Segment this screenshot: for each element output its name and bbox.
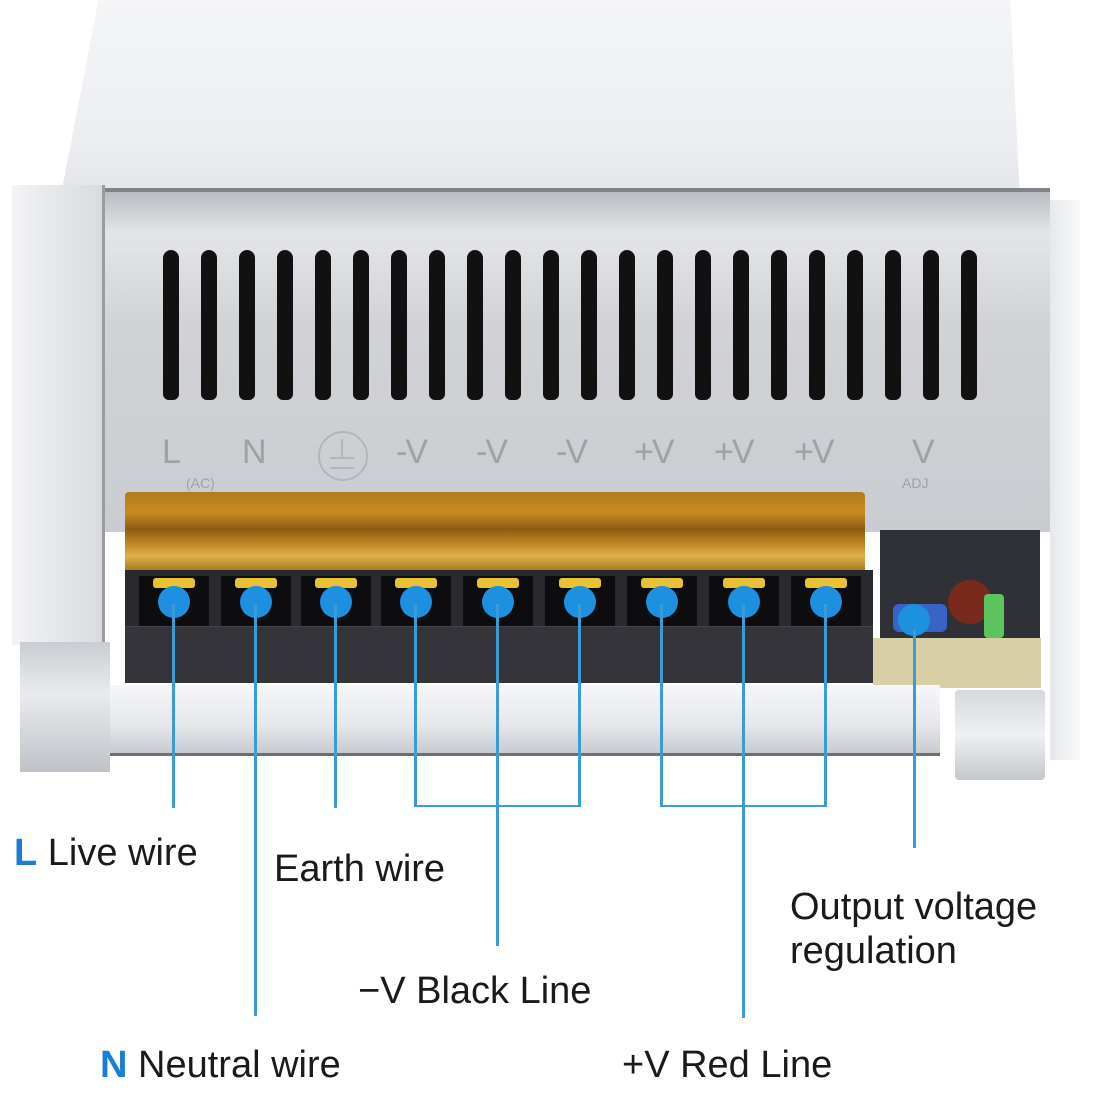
leader-neutral	[254, 604, 257, 1016]
bracket-plus-v	[660, 805, 827, 807]
vent-slot	[847, 250, 863, 400]
leader-minus-v-3	[578, 604, 581, 806]
marking-minus-v-3: -V	[556, 433, 588, 471]
live-letter: L	[14, 832, 38, 874]
leader-plus-v-3	[824, 604, 827, 806]
vent-slot	[277, 250, 293, 400]
vent-slot	[733, 250, 749, 400]
label-positive-red-line: +V Red Line	[622, 1044, 833, 1086]
marking-plus-v-1: +V	[634, 433, 675, 471]
vent-slot	[315, 250, 331, 400]
marking-minus-v-2: -V	[476, 433, 508, 471]
terminal-block-base	[125, 626, 873, 683]
label-earth-wire: Earth wire	[274, 848, 446, 890]
live-text: Live wire	[47, 832, 198, 874]
screw-icon	[395, 578, 437, 588]
screw-icon	[805, 578, 847, 588]
vent-slot	[961, 250, 977, 400]
label-output-voltage: Output voltage	[790, 886, 1038, 928]
terminal-markings: L N (AC) -V -V -V +V +V +V V ADJ	[150, 425, 980, 495]
mounting-foot-right	[955, 690, 1045, 780]
mounting-foot-left	[20, 642, 110, 772]
led-indicator	[984, 594, 1004, 638]
vent-slot	[771, 250, 787, 400]
screw-icon	[153, 578, 195, 588]
marking-adj: ADJ	[902, 475, 929, 491]
marking-plus-v-2: +V	[714, 433, 755, 471]
vent-slot	[505, 250, 521, 400]
label-regulation: regulation	[790, 930, 957, 972]
label-neutral-wire: N Neutral wire	[100, 1046, 341, 1084]
screw-icon	[477, 578, 519, 588]
marking-l: L	[162, 433, 181, 471]
leader-regulation	[913, 630, 916, 848]
marking-minus-v-1: -V	[396, 433, 428, 471]
marking-plus-v-3: +V	[794, 433, 835, 471]
vent-slot	[581, 250, 597, 400]
vent-slot	[885, 250, 901, 400]
enclosure-base-rail	[110, 685, 940, 756]
vent-slot	[391, 250, 407, 400]
enclosure-right-side	[1050, 200, 1080, 760]
vent-slot	[657, 250, 673, 400]
vent-slot	[809, 250, 825, 400]
vent-slot	[353, 250, 369, 400]
vent-slot	[201, 250, 217, 400]
marking-n: N	[242, 433, 267, 471]
vent-slot	[543, 250, 559, 400]
bracket-minus-v	[414, 805, 581, 807]
leader-plus-v-1	[660, 604, 663, 806]
vent-slot	[467, 250, 483, 400]
leader-minus-v-1	[414, 604, 417, 806]
front-panel	[105, 188, 1050, 532]
terminal-cover[interactable]	[125, 492, 865, 574]
vent-slot	[695, 250, 711, 400]
neutral-text: Neutral wire	[138, 1044, 341, 1086]
vent-slot	[429, 250, 445, 400]
leader-live	[172, 604, 175, 808]
neutral-letter: N	[100, 1044, 128, 1086]
vent-slot	[163, 250, 179, 400]
screw-icon	[641, 578, 683, 588]
vent-slot	[619, 250, 635, 400]
screw-icon	[559, 578, 601, 588]
screw-icon	[723, 578, 765, 588]
label-live-wire: L Live wire	[14, 834, 198, 872]
label-negative-black-line: −V Black Line	[358, 970, 592, 1012]
vent-slot	[239, 250, 255, 400]
marking-v-adj: V	[912, 433, 935, 471]
screw-icon	[315, 578, 357, 588]
leader-plus-v-2	[742, 604, 745, 1018]
enclosure-left-side	[12, 185, 105, 645]
enclosure-top	[60, 0, 1020, 200]
leader-minus-v-2	[496, 604, 499, 946]
earth-ground-icon	[318, 431, 368, 481]
screw-icon	[235, 578, 277, 588]
vent-slot	[923, 250, 939, 400]
marking-ac: (AC)	[186, 475, 215, 491]
leader-earth	[334, 604, 337, 808]
circuit-board	[873, 638, 1041, 688]
